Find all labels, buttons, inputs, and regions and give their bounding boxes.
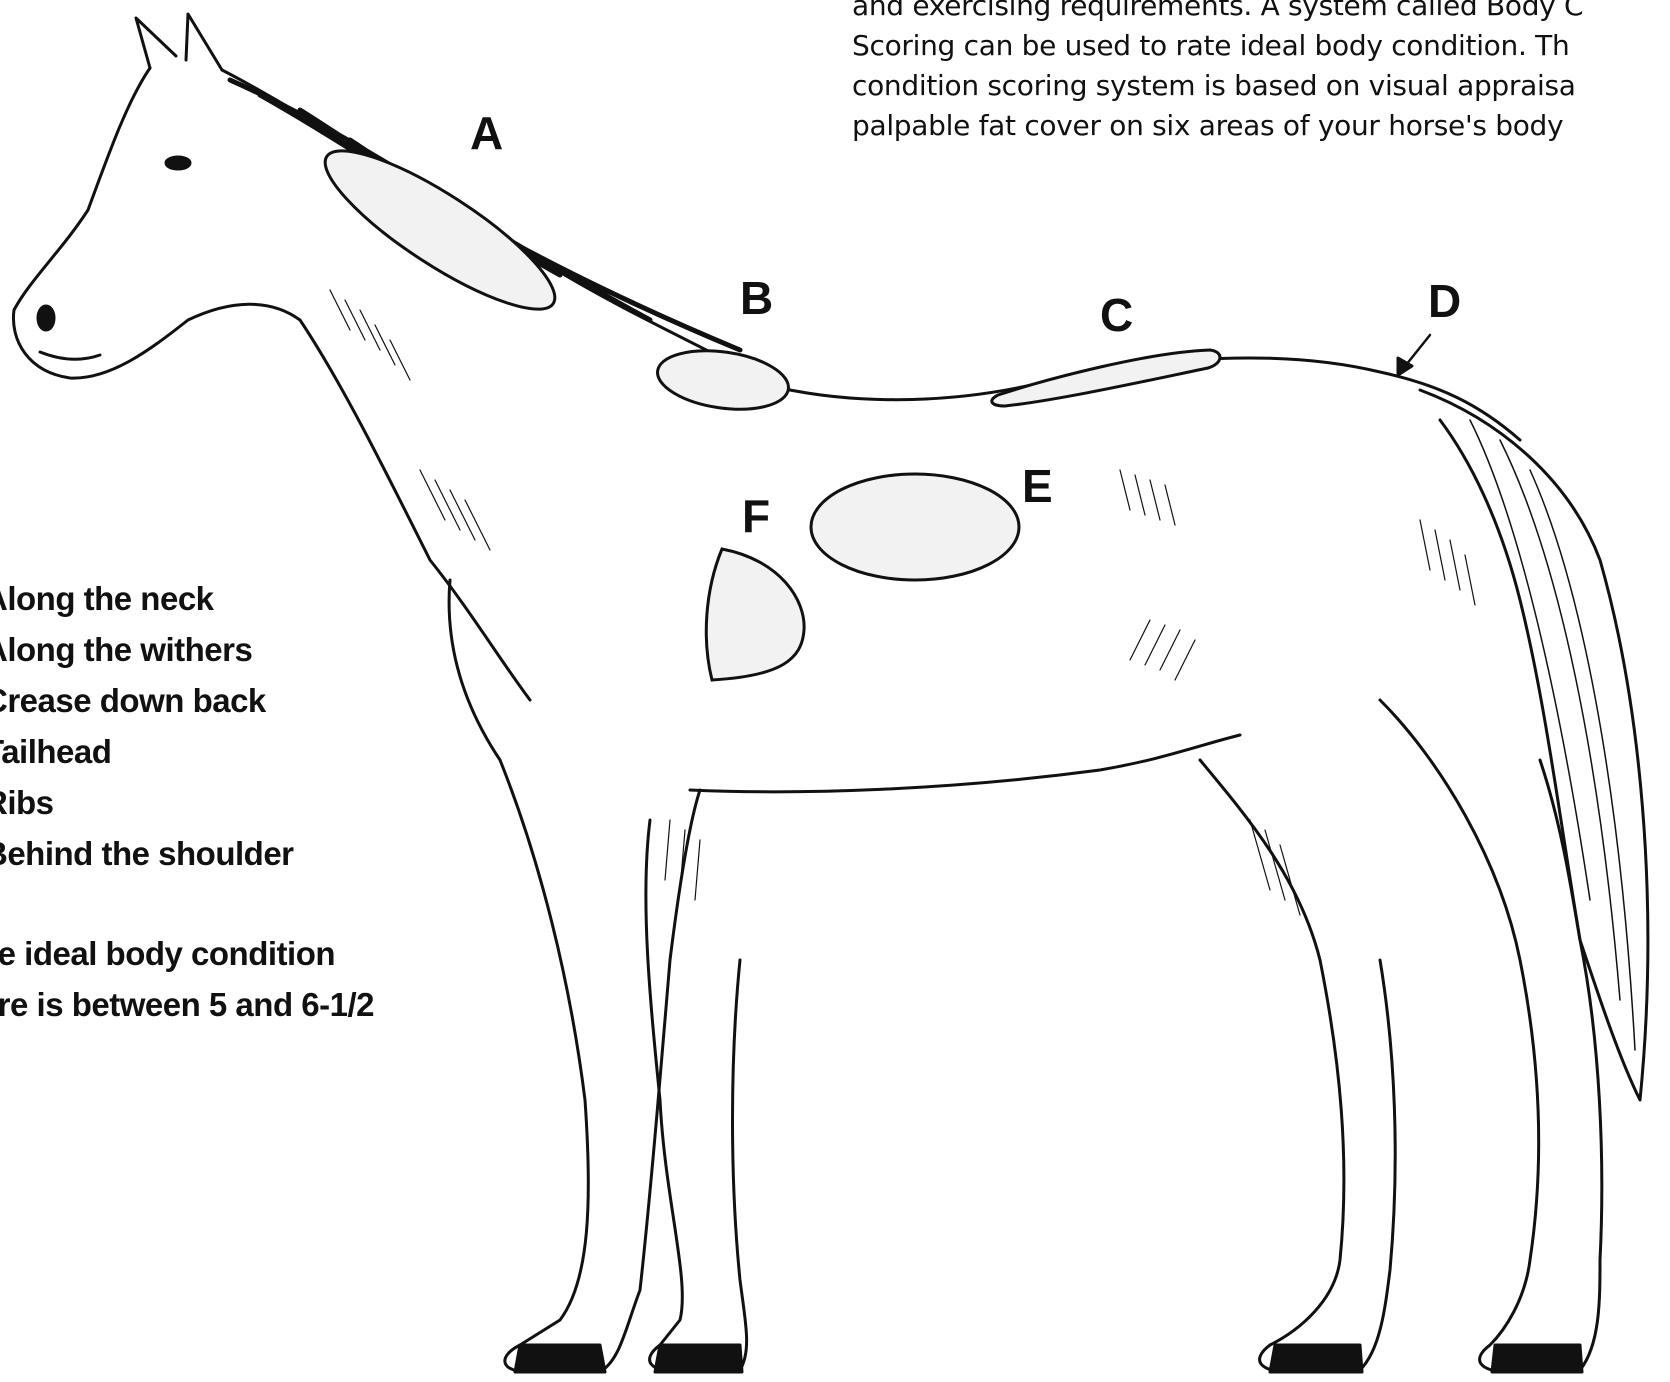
zone-a-neck	[308, 127, 573, 333]
ideal-note-line: he ideal body condition	[0, 928, 374, 979]
zone-label-b: B	[740, 275, 773, 321]
zone-e-ribs	[811, 474, 1019, 580]
horse-hoof	[655, 1345, 742, 1372]
horse-front-leg-far	[646, 820, 747, 1372]
horse-tail-strands	[1470, 420, 1635, 1050]
zone-c-back	[992, 350, 1220, 406]
horse-mouth	[40, 352, 100, 359]
horse-hoof	[515, 1345, 605, 1372]
horse-tail	[1420, 390, 1648, 1100]
horse-belly	[690, 735, 1240, 792]
horse-ear-left	[136, 18, 176, 68]
legend-item: Along the neck	[0, 573, 294, 624]
zone-b-withers	[654, 343, 793, 417]
horse-ear-right	[186, 14, 222, 70]
zone-legend: Along the neck Along the withers Crease …	[0, 573, 294, 879]
horse-hind-leg-far	[1200, 760, 1395, 1372]
legend-item: Ribs	[0, 777, 294, 828]
zone-label-c: C	[1100, 292, 1133, 338]
horse-shading	[330, 290, 1475, 915]
horse-chest	[449, 580, 500, 760]
zone-label-e: E	[1022, 463, 1053, 509]
horse-front-leg-near	[500, 760, 700, 1372]
zone-label-d: D	[1428, 278, 1461, 324]
legend-item: Tailhead	[0, 726, 294, 777]
zone-label-f: F	[742, 493, 770, 539]
zone-label-a: A	[470, 110, 503, 156]
horse-eye	[166, 157, 190, 169]
horse-hind-leg-near	[1380, 700, 1602, 1372]
horse-hoof	[1270, 1345, 1362, 1372]
legend-item: Behind the shoulder	[0, 828, 294, 879]
ideal-note-line: ore is between 5 and 6-1/2	[0, 979, 374, 1030]
zone-f-shoulder	[706, 549, 804, 680]
legend-item: Crease down back	[0, 675, 294, 726]
legend-item: Along the withers	[0, 624, 294, 675]
ideal-score-note: he ideal body condition ore is between 5…	[0, 928, 374, 1030]
horse-nostril	[38, 306, 54, 330]
horse-hoof	[1492, 1345, 1582, 1372]
